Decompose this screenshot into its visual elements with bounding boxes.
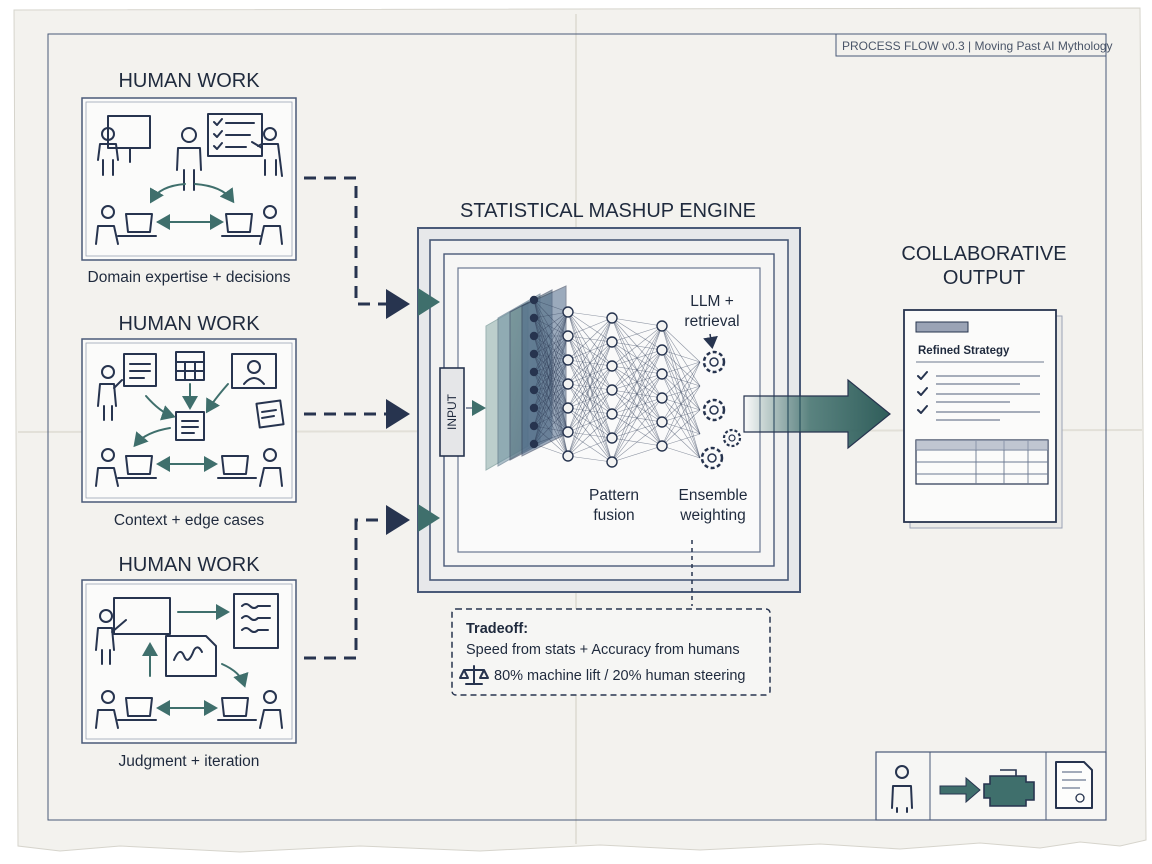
doc-heading: Refined Strategy [918, 345, 1010, 357]
network-node [529, 331, 539, 341]
header-label: PROCESS FLOW v0.3 | Moving Past AI Mytho… [842, 39, 1113, 53]
network-node [606, 336, 618, 348]
network-node [562, 354, 574, 366]
document-icon [175, 411, 205, 441]
inlet-marker [418, 504, 440, 532]
network-node [606, 408, 618, 420]
pattern-label-line1: Pattern [589, 487, 639, 504]
network-node [656, 320, 668, 332]
laptop-user-icon [217, 690, 283, 729]
human-panel-2-caption: Context + edge cases [114, 512, 265, 529]
network-node [562, 450, 574, 462]
engine-title: STATISTICAL MASHUP ENGINE [460, 200, 756, 222]
network-node [656, 344, 668, 356]
network-node [656, 368, 668, 380]
person-icon [891, 765, 913, 813]
human-panel-2-title: HUMAN WORK [118, 313, 260, 335]
tradeoff-line1: Speed from stats + Accuracy from humans [466, 642, 740, 658]
human-panel-1-title: HUMAN WORK [118, 70, 260, 92]
gear-icon [722, 428, 742, 448]
network-node [562, 378, 574, 390]
network-node [562, 306, 574, 318]
human-panel-2: HUMAN WORK [81, 313, 297, 529]
network-node [562, 426, 574, 438]
tradeoff-title: Tradeoff: [466, 621, 528, 637]
llm-label-line1: LLM + [690, 293, 734, 310]
profile-card-icon [231, 353, 277, 389]
network-node [529, 295, 539, 305]
presenter-icon [97, 127, 119, 176]
network-node [606, 312, 618, 324]
note-card-icon [123, 353, 157, 387]
pattern-label-line2: fusion [593, 507, 634, 524]
presenter-icon [97, 365, 123, 421]
spreadsheet-icon [175, 351, 205, 381]
document-icon [233, 593, 279, 649]
laptop-user-icon [217, 448, 283, 487]
header-label-box: PROCESS FLOW v0.3 | Moving Past AI Mytho… [835, 33, 1113, 57]
gear-icon [702, 350, 726, 374]
presenter-icon [251, 127, 283, 177]
neural-network-edges [533, 299, 701, 463]
ensemble-label-line2: weighting [679, 507, 746, 524]
network-node [562, 330, 574, 342]
human-panel-1: HUMAN WORK [81, 70, 297, 286]
draft-document-icon [165, 635, 217, 677]
whiteboard-icon [113, 597, 171, 635]
tradeoff-box: Tradeoff: Speed from stats + Accuracy fr… [451, 608, 771, 696]
gear-icon [700, 446, 724, 470]
network-node [656, 440, 668, 452]
neural-network-nodes [529, 295, 668, 468]
laptop-user-icon [95, 205, 157, 245]
human-panel-1-caption: Domain expertise + decisions [88, 269, 291, 286]
balance-scale-icon [459, 665, 489, 685]
arrow-icon [939, 776, 981, 804]
human-panel-3-caption: Judgment + iteration [119, 753, 260, 770]
output-title-line1: COLLABORATIVE [901, 243, 1066, 265]
network-node [606, 384, 618, 396]
network-node [529, 439, 539, 449]
input-block [439, 367, 465, 457]
network-node [606, 432, 618, 444]
network-node [529, 385, 539, 395]
statistical-mashup-engine: STATISTICAL MASHUP ENGINE INPUT [417, 200, 801, 593]
checklist-board-icon [207, 113, 263, 157]
llm-label-line2: retrieval [684, 313, 739, 330]
laptop-user-icon [95, 448, 157, 487]
network-node [529, 421, 539, 431]
network-node [656, 416, 668, 428]
gear-icon [702, 398, 726, 422]
network-node [529, 349, 539, 359]
legend-strip [875, 751, 1107, 821]
input-label: INPUT [445, 393, 459, 430]
human-panel-3-title: HUMAN WORK [118, 554, 260, 576]
person-icon [176, 127, 202, 191]
collaborative-output: COLLABORATIVE OUTPUT Refined Strategy [901, 243, 1067, 529]
network-node [529, 367, 539, 377]
network-node [562, 402, 574, 414]
inlet-marker [418, 288, 440, 316]
tradeoff-line2: 80% machine lift / 20% human steering [494, 668, 745, 684]
laptop-user-icon [95, 690, 157, 729]
network-node [529, 313, 539, 323]
network-node [606, 456, 618, 468]
output-title-line2: OUTPUT [943, 267, 1025, 289]
strategy-document: Refined Strategy [903, 309, 1063, 529]
dashed-connectors [304, 176, 410, 660]
engine-icon [983, 769, 1035, 807]
presenter-icon [95, 609, 127, 665]
ensemble-label-line1: Ensemble [679, 487, 748, 504]
network-node [606, 360, 618, 372]
document-icon [1055, 761, 1093, 809]
network-node [656, 392, 668, 404]
laptop-user-icon [221, 205, 283, 245]
network-node [529, 403, 539, 413]
sticky-note-icon [255, 399, 285, 429]
output-arrow [743, 378, 891, 450]
human-panel-3: HUMAN WORK [81, 554, 297, 770]
